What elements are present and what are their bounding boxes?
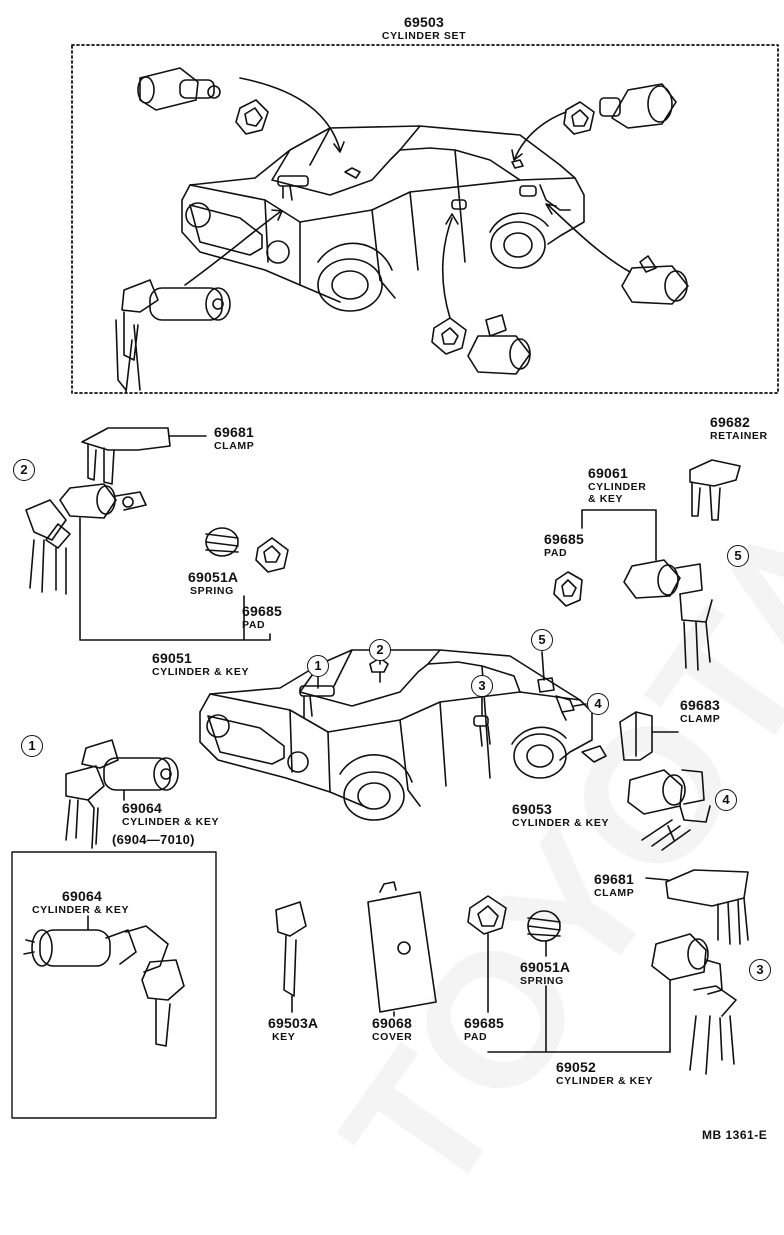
- pad-69685-part-number: 69685: [242, 603, 282, 619]
- cover-69068-part-number: 69068: [372, 1015, 412, 1031]
- pad-69685-right-part-number: 69685: [544, 531, 584, 547]
- drawing-code: MB 1361-E: [702, 1128, 768, 1142]
- index-4-right: 4: [715, 789, 737, 811]
- range-box: [11, 851, 217, 1119]
- parts-diagram: TOYOTA: [11, 14, 784, 1233]
- spring-69051a-bottom-part-number: 69051A: [520, 959, 571, 975]
- key-69503a-drawing: [275, 901, 307, 1013]
- clamp-69681-lower-drawing: [645, 869, 749, 945]
- retainer-69682-part-number: 69682: [710, 414, 750, 430]
- top-assembly-name: CYLINDER SET: [381, 30, 467, 42]
- pad-69685-bottom-name: PAD: [464, 1031, 488, 1043]
- pad-69685-bottom-part-number: 69685: [464, 1015, 504, 1031]
- index-3-car: 3: [471, 675, 493, 697]
- clamp-69681-lower-part-number: 69681: [594, 871, 634, 887]
- cover-69068-name: COVER: [372, 1031, 413, 1043]
- spring-69051a-name: SPRING: [190, 585, 234, 597]
- index-3-right: 3: [749, 959, 771, 981]
- clamp-69681-part-number: 69681: [214, 424, 254, 440]
- spring-69051a-bottom-drawing: [527, 910, 561, 957]
- top-assembly-part-number: 69503: [404, 14, 444, 30]
- key-69503a-part-number: 69503A: [268, 1015, 319, 1031]
- key-69503a-name: KEY: [272, 1031, 296, 1043]
- cylinder-set-frame: [71, 44, 779, 394]
- ignition-69064-drawing: [65, 739, 179, 849]
- clamp-69681-lower-name: CLAMP: [594, 887, 635, 899]
- clamp-69683-name: CLAMP: [680, 713, 721, 725]
- cylinder-69051-drawing: [25, 483, 147, 595]
- cylinder-69052-name: CYLINDER & KEY: [556, 1075, 654, 1087]
- spring-69051a-part-number: 69051A: [188, 569, 239, 585]
- line-art: [11, 44, 779, 1119]
- clamp-69681-upper: [81, 427, 207, 485]
- cylinder-69053-drawing: [627, 769, 711, 851]
- spring-69051a-drawing: [205, 527, 239, 557]
- retainer-69682-drawing: [689, 459, 741, 521]
- ignition-69064-name: CYLINDER & KEY: [122, 816, 220, 828]
- pad-69685-drawing: [255, 537, 289, 573]
- boxed-ignition-69064-name: CYLINDER & KEY: [32, 904, 130, 916]
- top-set-parts: [115, 67, 689, 393]
- clamp-69683-part-number: 69683: [680, 697, 720, 713]
- cylinder-69053-name: CYLINDER & KEY: [512, 817, 610, 829]
- clamp-69681-name: CLAMP: [214, 440, 255, 452]
- cylinder-69053-part-number: 69053: [512, 801, 552, 817]
- bracket-69061: [581, 509, 657, 561]
- retainer-69682-name: RETAINER: [710, 430, 768, 442]
- cylinder-69052-drawing: [651, 933, 737, 1075]
- ignition-69064-part-number: 69064: [122, 800, 162, 816]
- index-4-car: 4: [587, 693, 609, 715]
- index-5-car: 5: [531, 629, 553, 651]
- index-1-car: 1: [307, 655, 329, 677]
- cylinder-69061-name: CYLINDER: [588, 481, 647, 493]
- index-2-car: 2: [369, 639, 391, 661]
- bracket-69052: [487, 985, 671, 1053]
- index-5-right: 5: [727, 545, 749, 567]
- top-car-drawing: [181, 125, 585, 312]
- bracket-69051: [79, 527, 271, 641]
- cylinder-69052-part-number: 69052: [556, 1059, 596, 1075]
- index-1-left: 1: [21, 735, 43, 757]
- cylinder-69061-part-number: 69061: [588, 465, 628, 481]
- ignition-69064-range: (6904—7010): [112, 832, 195, 847]
- pad-69685-name: PAD: [242, 619, 266, 631]
- pad-69685-bottom-drawing: [467, 895, 507, 1013]
- pad-69685-right-drawing: [553, 571, 583, 607]
- cylinder-69051-part-number: 69051: [152, 650, 192, 666]
- cylinder-69061-name-2: & KEY: [588, 493, 624, 505]
- cylinder-69051-name: CYLINDER & KEY: [152, 666, 250, 678]
- clamp-69683-drawing: [619, 711, 679, 761]
- index-2-left: 2: [13, 459, 35, 481]
- middle-car-drawing: [199, 649, 607, 821]
- cover-69068-drawing: [367, 881, 437, 1017]
- boxed-ignition-69064-part-number: 69064: [62, 888, 102, 904]
- cylinder-69061-drawing: [623, 559, 713, 671]
- boxed-ignition-drawing: [23, 915, 185, 1047]
- pad-69685-right-name: PAD: [544, 547, 568, 559]
- spring-69051a-bottom-name: SPRING: [520, 975, 564, 987]
